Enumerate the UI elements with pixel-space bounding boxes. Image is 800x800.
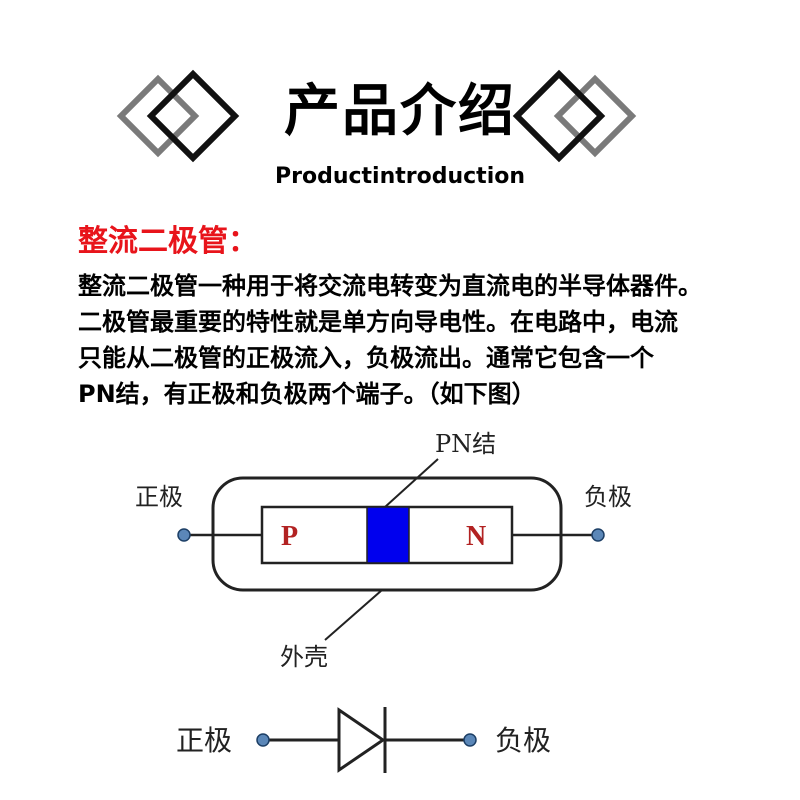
pn-junction-label: PN结	[435, 430, 496, 458]
n-region-label: N	[466, 521, 486, 552]
cathode-terminal-dot	[591, 528, 605, 542]
pn-junction-pointer	[384, 458, 439, 508]
section-heading: 整流二极管：	[78, 224, 258, 259]
page-subtitle: Productintroduction	[274, 164, 526, 189]
description-line: 二极管最重要的特性就是单方向导电性。在电路中，电流	[78, 308, 678, 336]
description-line: 整流二极管一种用于将交流电转变为直流电的半导体器件。	[78, 272, 702, 300]
pn-junction-region	[366, 506, 410, 564]
symbol-anode-label: 正极	[176, 724, 232, 757]
symbol-cathode-label: 负极	[495, 724, 551, 757]
cathode-label: 负极	[584, 483, 632, 511]
description-paragraph: 整流二极管一种用于将交流电转变为直流电的半导体器件。 二极管最重要的特性就是单方…	[78, 268, 778, 412]
description-line: PN结，有正极和负极两个端子。（如下图）	[78, 380, 536, 408]
anode-terminal-dot	[177, 528, 191, 542]
casing-label: 外壳	[280, 643, 328, 671]
left-diamond-decoration-icon	[116, 69, 240, 163]
anode-label: 正极	[135, 483, 183, 511]
diode-symbol-icon	[337, 707, 387, 773]
symbol-anode-dot	[256, 733, 270, 747]
p-region-label: P	[281, 521, 298, 552]
casing-pointer	[324, 589, 383, 641]
right-diamond-decoration-icon	[512, 69, 637, 163]
page-title: 产品介绍	[284, 79, 516, 144]
symbol-cathode-dot	[463, 733, 477, 747]
description-line: 只能从二极管的正极流入，负极流出。通常它包含一个	[78, 344, 654, 372]
